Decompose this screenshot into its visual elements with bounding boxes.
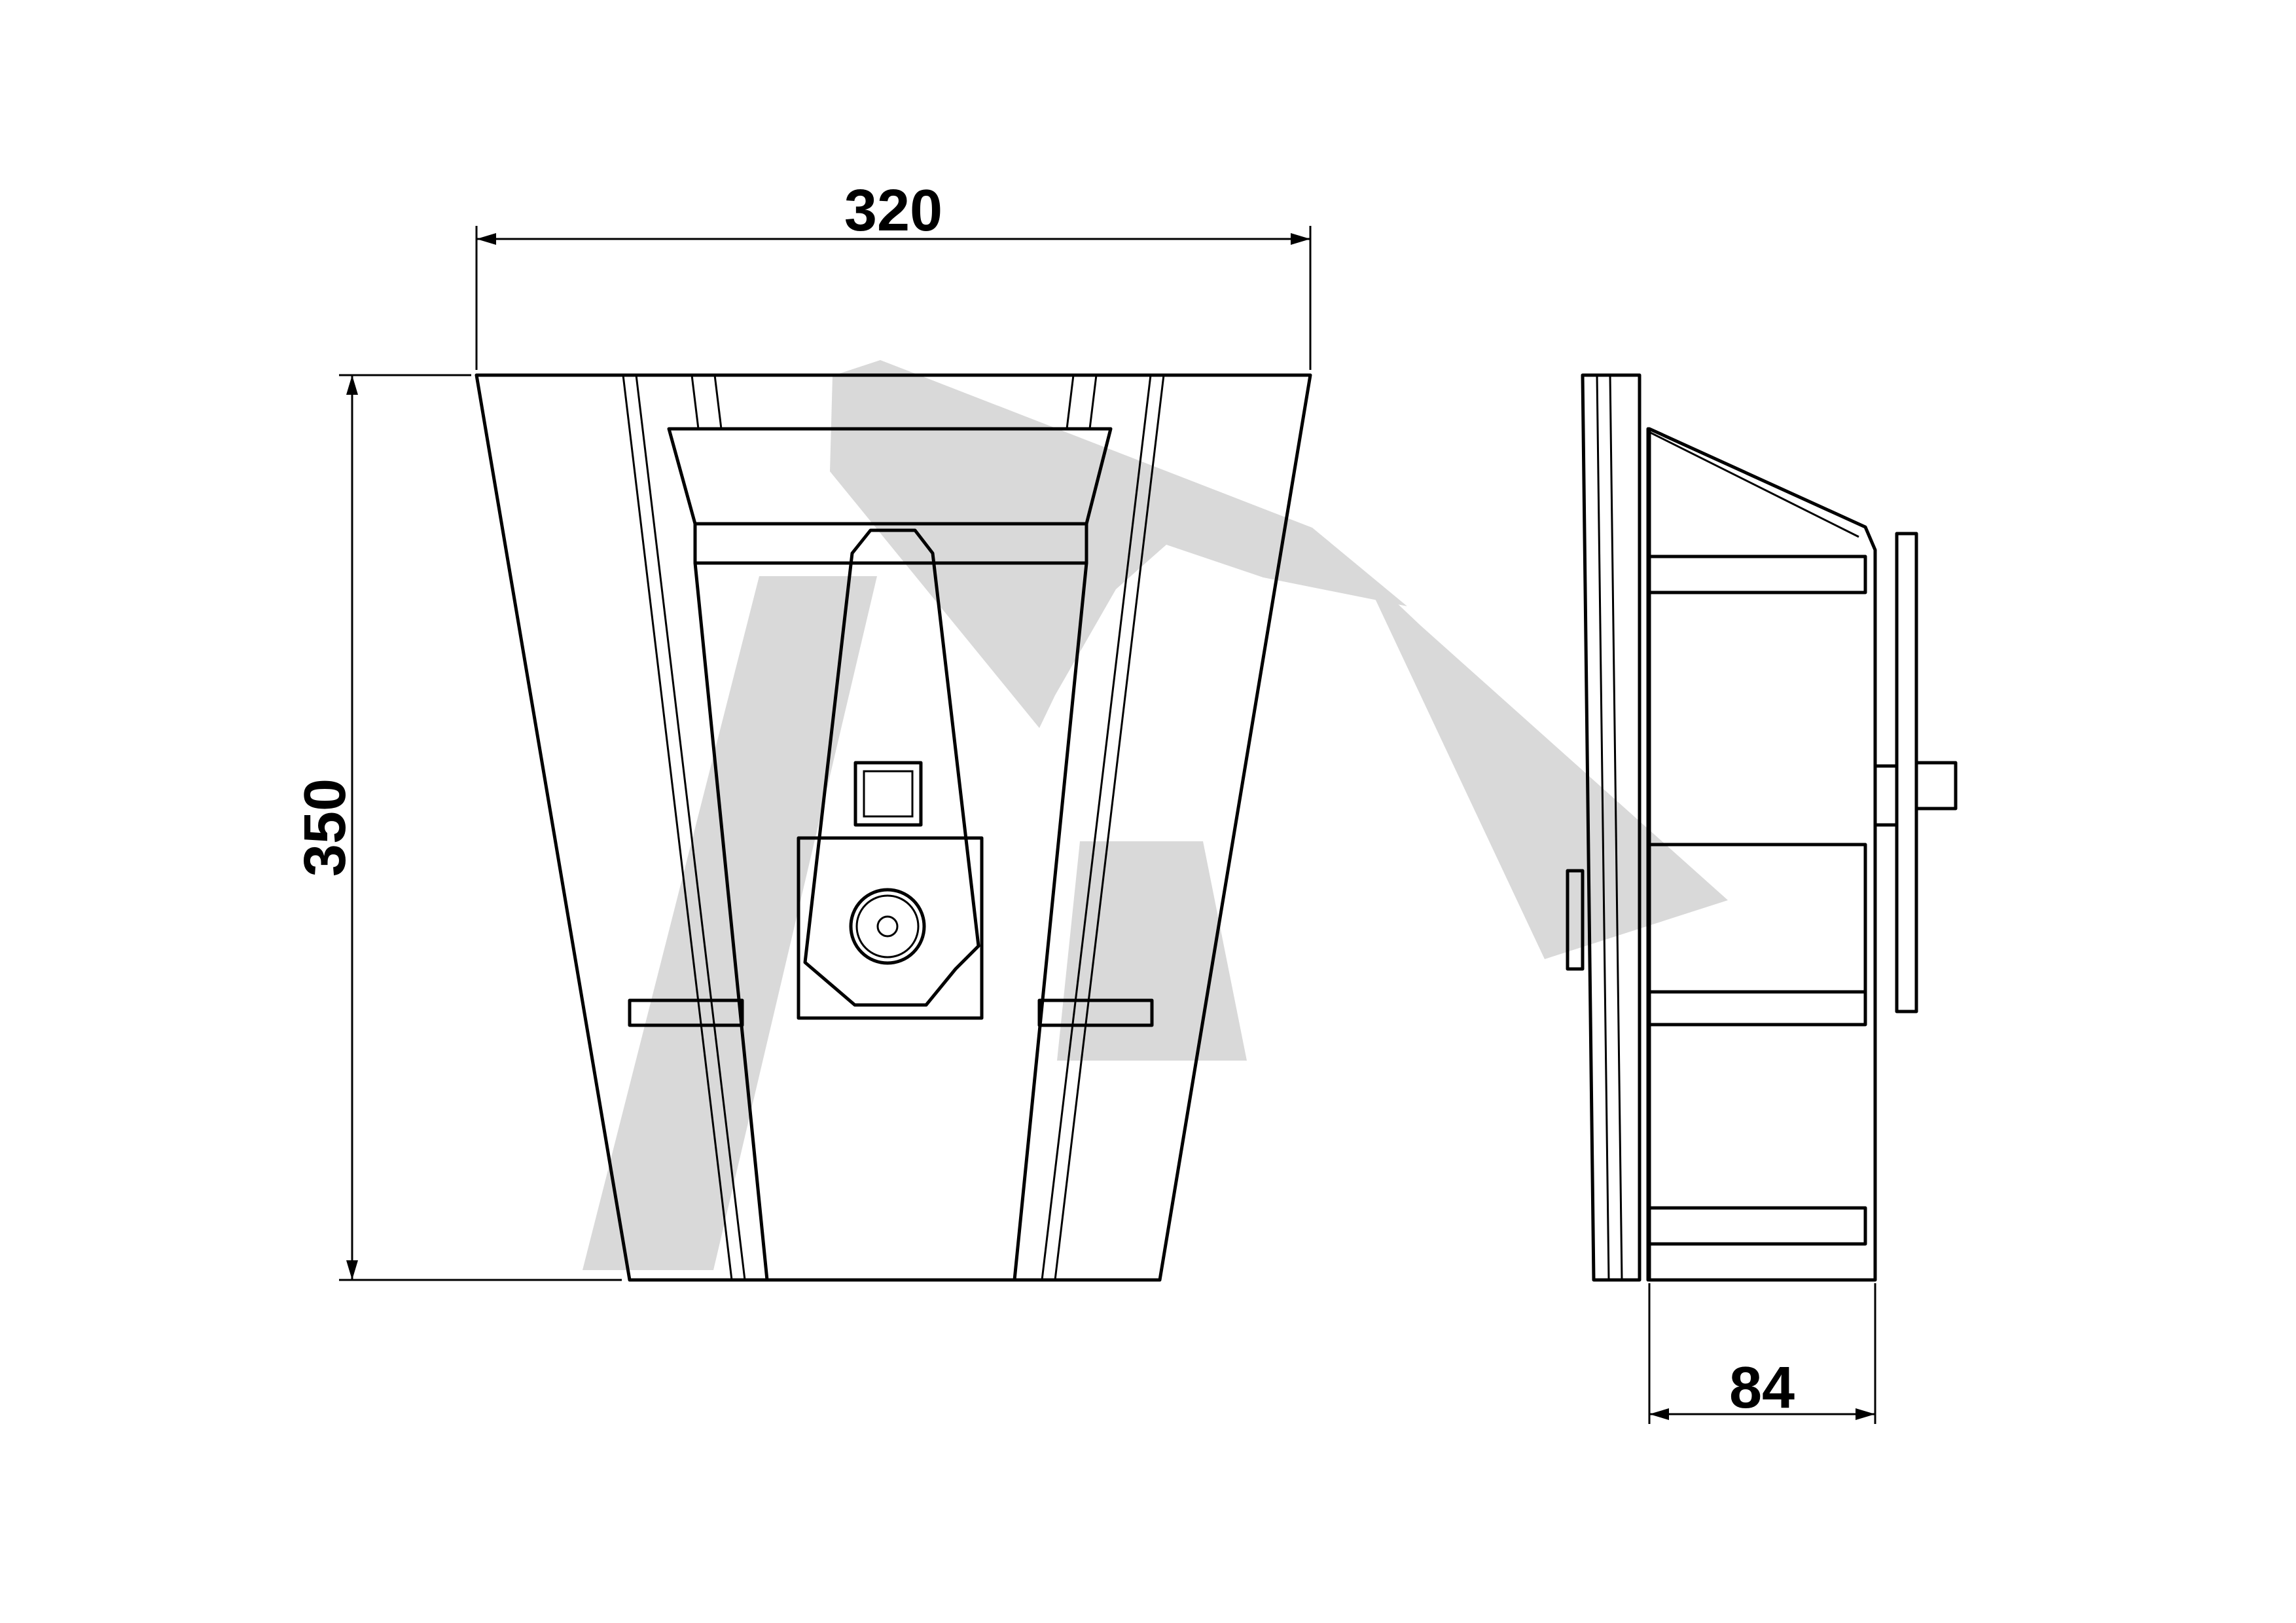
dimension-width-label: 320 <box>844 178 942 244</box>
dimension-depth-label: 84 <box>1729 1355 1795 1421</box>
dimension-depth: 84 <box>1648 1283 1876 1424</box>
front-view <box>475 373 1312 1282</box>
side-view <box>1566 373 1958 1282</box>
dimension-height: 350 <box>293 374 622 1281</box>
dimension-width: 320 <box>475 178 1312 370</box>
dimension-height-label: 350 <box>293 778 358 877</box>
watermark-logo <box>583 360 1728 1270</box>
